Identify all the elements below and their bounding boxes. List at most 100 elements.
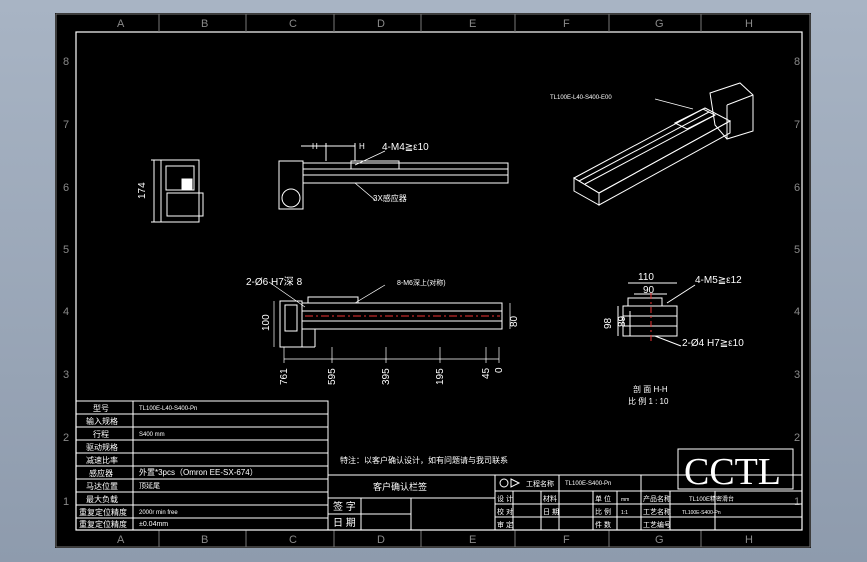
section-title: 剖 面 H-H	[633, 384, 668, 394]
date-label: 日 期	[333, 517, 356, 529]
top-view	[278, 143, 509, 210]
row-labels: 8 7 6 5 4 3 2 1 8 7 6 5 4 3 2 1	[63, 56, 800, 508]
row-label: 6	[794, 182, 800, 194]
spec-value: 顶延尾	[139, 481, 160, 490]
col-label: C	[289, 18, 297, 30]
spec-label: 重复定位精度	[79, 507, 127, 517]
dim-100: 100	[261, 314, 272, 331]
model-callout: TL100E-L40-S400-E00	[550, 95, 612, 101]
row-label: 4	[63, 306, 69, 318]
side-view	[151, 159, 204, 223]
col-label: D	[377, 18, 385, 30]
tb-scale-val: 1:1	[621, 510, 628, 516]
pin-callout: 2-Ø4 H7≧ε10	[682, 338, 744, 349]
confirm-title: 客户确认栏签	[373, 481, 427, 492]
spec-label: 输入规格	[86, 416, 118, 426]
spec-value: TL100E-L40-S400-Pn	[139, 406, 197, 412]
border-ticks	[158, 14, 702, 547]
tb-design: 设 计	[497, 494, 513, 503]
spec-label: 减速比率	[86, 455, 118, 465]
column-labels: A B C D E F G H A B C D E F G H	[117, 18, 753, 546]
tb-qty: 件 数	[595, 520, 611, 529]
spec-value: 2000r min free	[139, 510, 178, 516]
row-label: 5	[794, 244, 800, 256]
tb-proc2: 工艺编号	[643, 520, 671, 529]
col-label: H	[745, 534, 753, 546]
tb-material: 材料	[543, 494, 557, 503]
spec-label: 行程	[93, 429, 109, 439]
drawing-canvas: A B C D E F G H A B C D E F G H 8 7 6 5 …	[55, 13, 811, 548]
tb-approve: 审 定	[497, 520, 513, 529]
title-block	[494, 448, 803, 531]
dim-761: 761	[279, 368, 290, 385]
col-label: A	[117, 534, 125, 546]
tb-unit-val: mm	[621, 497, 629, 503]
dim-80: 80	[509, 315, 520, 327]
dim-89: 89	[617, 315, 628, 327]
part-no: TL100E-S400-Pn	[682, 510, 721, 516]
m4-callout: 4-M4≧ε10	[382, 142, 429, 153]
col-label: E	[469, 534, 476, 546]
row-label: 7	[63, 119, 69, 131]
dim-0: 0	[494, 367, 505, 373]
spec-label: 感应器	[89, 468, 113, 478]
row-label: 4	[794, 306, 800, 318]
col-label: E	[469, 18, 476, 30]
drawing-name-label: 工程名称	[526, 479, 554, 488]
product-name: TL100E精密滑台	[689, 495, 734, 503]
spec-label: 马达位置	[86, 481, 118, 491]
sign-label: 签 字	[333, 500, 356, 513]
spec-table	[75, 400, 329, 531]
dim-98: 98	[603, 317, 614, 329]
tb-scale: 比 例	[595, 507, 611, 516]
col-label: C	[289, 534, 297, 546]
row-label: 2	[63, 432, 69, 444]
m5-callout: 4-M5≧ε12	[695, 275, 742, 286]
front-dims	[268, 281, 511, 363]
spec-value: ±0.04mm	[139, 521, 168, 528]
col-label: D	[377, 534, 385, 546]
col-label: G	[655, 534, 664, 546]
dim-90: 90	[643, 285, 655, 296]
row-label: 3	[794, 369, 800, 381]
spec-label: 驱动规格	[86, 442, 118, 452]
row-label: 3	[63, 369, 69, 381]
h-mark-right: H	[359, 142, 365, 151]
col-label: B	[201, 534, 208, 546]
drawing-no: TL100E-S400-Pn	[565, 481, 611, 487]
note-text: 特注：以客户确认设计，如有问题请与我司联系	[340, 455, 508, 465]
spec-label: 型号	[93, 404, 109, 413]
iso-view	[572, 82, 754, 206]
drawing-sheet: A B C D E F G H A B C D E F G H 8 7 6 5 …	[55, 13, 811, 548]
sensor-callout: 3X感应器	[373, 193, 407, 203]
tb-date: 日 期	[543, 508, 559, 516]
row-label: 7	[794, 119, 800, 131]
spec-label: 最大负载	[86, 494, 118, 504]
row-label: 2	[794, 432, 800, 444]
col-label: G	[655, 18, 664, 30]
row-label: 6	[63, 182, 69, 194]
tb-unit: 单 位	[595, 494, 611, 503]
section-view	[617, 282, 696, 347]
hole-callout: 2-Ø6 H7深 8	[246, 276, 303, 288]
col-label: F	[563, 534, 570, 546]
col-label: H	[745, 18, 753, 30]
row-label: 1	[794, 496, 800, 508]
section-scale: 比 例 1 : 10	[628, 396, 669, 406]
cctl-logo: CCTL	[684, 451, 781, 493]
dim-45: 45	[481, 367, 492, 379]
spec-value: S400 mm	[139, 432, 165, 438]
col-label: A	[117, 18, 125, 30]
row-label: 1	[63, 496, 69, 508]
spec-rows: 型号 TL100E-L40-S400-Pn 输入规格 行程 S400 mm 驱动…	[79, 404, 258, 529]
dim-395: 395	[381, 368, 392, 385]
outer-frame	[55, 13, 811, 548]
spec-value: 外置*3pcs（Omron EE-SX-674）	[139, 467, 258, 477]
col-label: F	[563, 18, 570, 30]
row-label: 5	[63, 244, 69, 256]
slot-callout: 8-M6深上(对称)	[397, 278, 446, 287]
row-label: 8	[63, 56, 69, 68]
dim-110: 110	[638, 272, 654, 283]
dim-595: 595	[327, 368, 338, 385]
row-label: 8	[794, 56, 800, 68]
